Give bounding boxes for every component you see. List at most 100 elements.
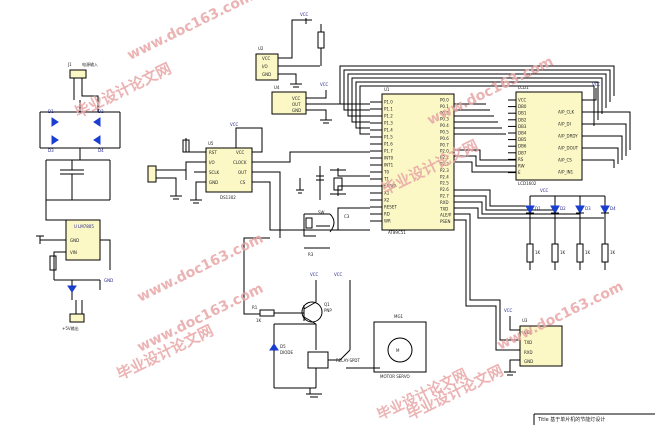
- svg-text:D1: D1: [48, 109, 54, 114]
- svg-text:D4: D4: [98, 148, 104, 153]
- mcu-left-pin-label: P1.7: [384, 149, 393, 154]
- relay-driver: R1 1K Q1 PNP VCC D5 DIODE VCC RELAY-SPDT…: [243, 237, 427, 398]
- u5-ds1302: U5 DS1302 RST I/O SCLK GND VCC CLOCK OUT…: [147, 122, 370, 238]
- lcd-pin-label: DB3: [518, 124, 527, 129]
- reg-part: LM7805: [78, 224, 94, 229]
- lcd-pin-label: DB5: [518, 137, 527, 142]
- svg-text:VCC: VCC: [230, 122, 239, 127]
- svg-text:MOTOR SERVO: MOTOR SERVO: [380, 374, 410, 379]
- svg-text:TXD: TXD: [523, 340, 532, 345]
- svg-text:LCD1: LCD1: [518, 85, 529, 90]
- led-resistor: [526, 243, 534, 263]
- svg-text:CS: CS: [240, 180, 246, 185]
- mcu-left-pin-label: P1.6: [384, 142, 393, 147]
- led-label: D3: [585, 206, 591, 211]
- svg-text:Title 基于单片机的节能灯设计: Title 基于单片机的节能灯设计: [537, 416, 605, 423]
- transistor-q1-icon: [301, 301, 323, 323]
- svg-text:GND: GND: [262, 72, 271, 77]
- u3-chip: [519, 325, 563, 367]
- mcu-right-pin-label: P2.7: [440, 194, 449, 199]
- mcu-right-pin-label: P0.1: [440, 104, 449, 109]
- svg-text:GND: GND: [70, 238, 79, 243]
- mcu-right-pin-label: P0.0: [440, 98, 449, 103]
- j1-label: 电源输入: [82, 61, 98, 67]
- svg-text:Q1: Q1: [324, 302, 330, 307]
- lcd-pin-label: DB2: [518, 117, 527, 122]
- ds1302-chip: [205, 147, 253, 193]
- mcu-chip: [381, 93, 455, 231]
- svg-text:U1: U1: [384, 87, 390, 92]
- mcu-right-pin-label: P0.3: [440, 117, 449, 122]
- led-resistor: [551, 243, 559, 263]
- watermark-1: 毕业设计论文网: [72, 59, 174, 121]
- reg-ref: U: [74, 224, 77, 229]
- lcd-right-pin-label: A/P_CLK: [558, 110, 575, 115]
- mcu-left-pin-label: P1.1: [384, 107, 393, 112]
- flyback-diode-icon: [269, 343, 279, 351]
- svg-text:VCC: VCC: [524, 330, 533, 335]
- mcu-left-pin-label: T1: [383, 177, 389, 182]
- led-label: D4: [610, 206, 616, 211]
- mcu-left-pin-label: X2: [384, 198, 390, 203]
- mcu-right-pin-label: P2.5: [440, 181, 449, 186]
- lcd-pin-label: VCC: [518, 98, 527, 103]
- svg-text:U3: U3: [522, 318, 528, 323]
- resistor-value: 1K: [560, 250, 566, 255]
- svg-text:VCC: VCC: [334, 272, 343, 277]
- resistor-value: 1K: [610, 250, 616, 255]
- svg-text:MG1: MG1: [394, 314, 404, 319]
- button-connector: [147, 165, 157, 183]
- j1-ref: J1: [67, 62, 72, 67]
- bridge-diode-1-icon: [51, 117, 59, 127]
- lcd-pin-label: E: [518, 170, 521, 175]
- svg-text:DIODE: DIODE: [280, 350, 293, 355]
- mcu-right-pin-label: P2.2: [440, 162, 449, 167]
- watermark-2: www.doc163.com: [125, 0, 256, 64]
- mcu-right-pin-label: TXD: [439, 206, 448, 211]
- mcu-right-pin-label: P0.4: [440, 123, 449, 128]
- mcu-right-pin-label: PSEN: [440, 219, 450, 224]
- mcu-right-pin-label: P2.3: [440, 168, 449, 173]
- led-icon: [600, 205, 610, 215]
- mcu-right-pin-label: P2.1: [440, 155, 449, 160]
- led-resistor: [576, 243, 584, 263]
- svg-text:M: M: [396, 348, 400, 353]
- svg-text:PNP: PNP: [324, 308, 332, 313]
- svg-text:GND: GND: [524, 359, 533, 364]
- u2-module: U2 VCC I/O GND VCC: [255, 12, 325, 88]
- svg-text:DS1302: DS1302: [220, 195, 236, 200]
- svg-text:VCC: VCC: [592, 82, 601, 87]
- svg-text:D3: D3: [48, 148, 54, 153]
- j2-label: +5V输出: [62, 325, 79, 331]
- mcu-left-pin-label: INT0: [384, 156, 394, 161]
- mcu-left-pin-label: T0: [383, 170, 389, 175]
- lcd-pin-label: DB7: [518, 150, 527, 155]
- svg-text:D5: D5: [280, 344, 286, 349]
- lcd1602: LCD1 LCD1602 VCCDB0DB1DB2DB3DB4DB5DB6DB7…: [508, 82, 631, 186]
- mcu-left-pin-label: P1.0: [384, 100, 393, 105]
- motor-icon: [387, 337, 413, 363]
- svg-text:D2: D2: [98, 109, 104, 114]
- mcu-right-pin-label: P0.7: [440, 142, 449, 147]
- svg-text:VCC: VCC: [292, 96, 301, 101]
- svg-text:CLOCK: CLOCK: [233, 160, 247, 165]
- mcu-right-pin-label: RXD: [440, 200, 449, 205]
- mcu-left-pin-label: WR: [384, 219, 391, 224]
- led-resistor: [601, 243, 609, 263]
- led-icon: [525, 205, 535, 215]
- svg-text:OUT: OUT: [238, 170, 247, 175]
- mcu-right-pin-label: P2.0: [440, 149, 449, 154]
- mcu-left-pin-label: P1.4: [384, 128, 393, 133]
- resistor-value: 1K: [535, 250, 541, 255]
- lcd-right-pin-label: A/P_CS: [558, 158, 572, 163]
- svg-text:VIN: VIN: [70, 250, 77, 255]
- u4-module: U4 VCC OUT GND VCC: [271, 82, 370, 124]
- led-label: D2: [560, 206, 566, 211]
- led-icon: [575, 205, 585, 215]
- lcd-right-pin-label: A/P_DOUT: [558, 146, 579, 151]
- mcu-left-pin-label: P1.2: [384, 114, 393, 119]
- mcu-left-pin-label: RD: [384, 212, 390, 217]
